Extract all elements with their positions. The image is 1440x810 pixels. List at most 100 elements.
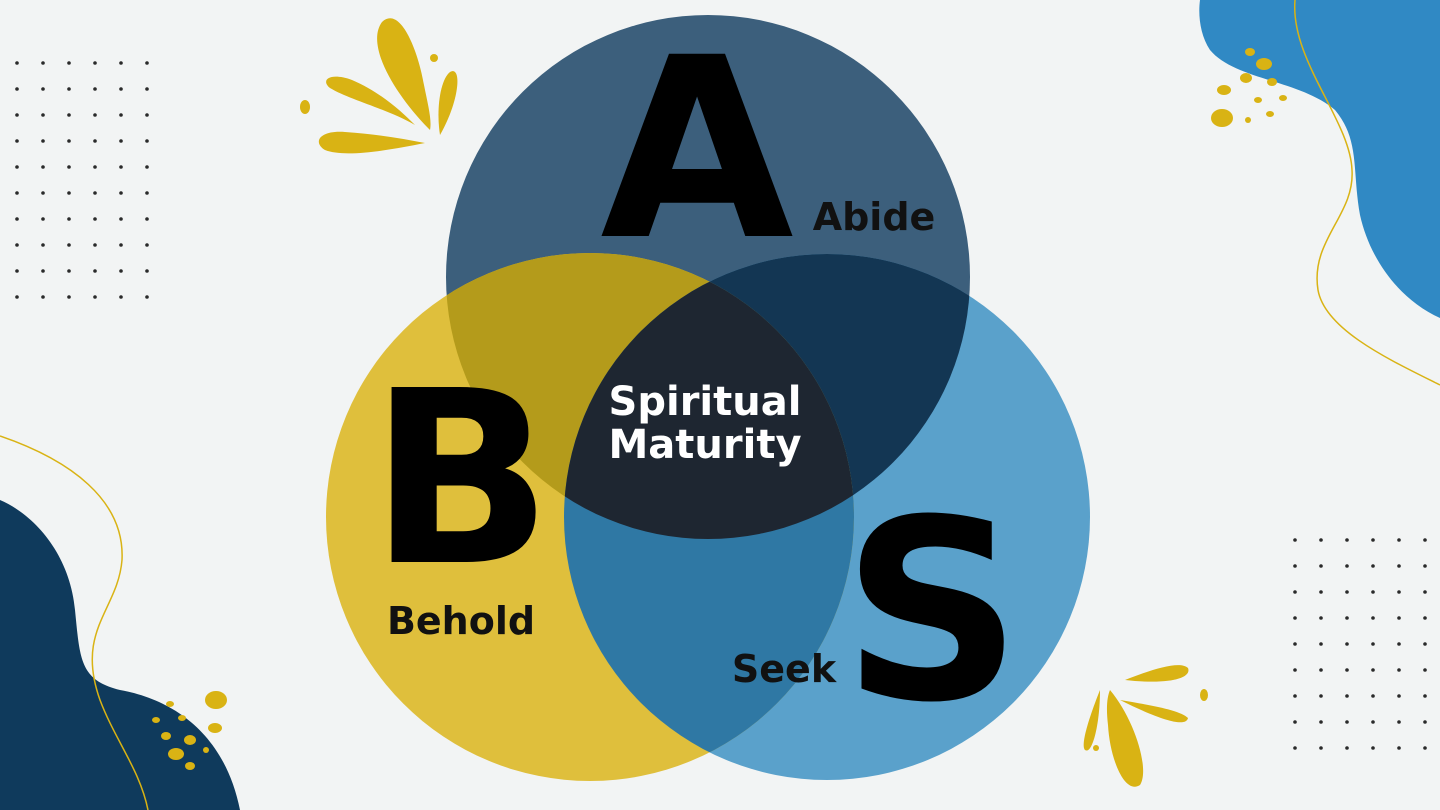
dot xyxy=(119,87,123,91)
dot xyxy=(145,113,149,117)
dot xyxy=(15,295,19,299)
dot xyxy=(15,165,19,169)
dot xyxy=(67,165,71,169)
dot xyxy=(1397,720,1401,724)
dot xyxy=(1397,668,1401,672)
dot xyxy=(15,87,19,91)
dot xyxy=(1345,590,1349,594)
dot xyxy=(1397,616,1401,620)
dot xyxy=(1397,746,1401,750)
dot xyxy=(145,191,149,195)
dot xyxy=(1371,694,1375,698)
dot xyxy=(145,61,149,65)
dot xyxy=(1397,564,1401,568)
dot xyxy=(1423,746,1427,750)
top-right-line xyxy=(1294,0,1440,386)
dot xyxy=(67,243,71,247)
dot xyxy=(1371,564,1375,568)
dot xyxy=(1293,668,1297,672)
dot xyxy=(1345,616,1349,620)
dot xyxy=(41,113,45,117)
dot xyxy=(15,61,19,65)
droplets-top-right xyxy=(1211,48,1287,127)
dot xyxy=(1371,616,1375,620)
dot-grid-top-left xyxy=(15,61,149,299)
dot xyxy=(119,165,123,169)
dot xyxy=(1397,642,1401,646)
dot xyxy=(1423,616,1427,620)
dot xyxy=(93,113,97,117)
dot xyxy=(1319,564,1323,568)
dot xyxy=(119,191,123,195)
bottom-left-blob xyxy=(0,500,240,810)
label-abide: Abide xyxy=(813,195,936,239)
top-right-blob xyxy=(1199,0,1440,318)
droplets-bottom-left xyxy=(152,691,227,770)
dot xyxy=(1397,538,1401,542)
dot xyxy=(93,191,97,195)
dot xyxy=(15,217,19,221)
dot xyxy=(1345,746,1349,750)
dot xyxy=(1293,746,1297,750)
dot xyxy=(41,243,45,247)
dot xyxy=(145,139,149,143)
dot xyxy=(145,295,149,299)
dot xyxy=(1397,590,1401,594)
label-seek: Seek xyxy=(732,647,837,691)
dot xyxy=(1371,746,1375,750)
dot xyxy=(119,217,123,221)
dot xyxy=(67,61,71,65)
dot xyxy=(67,269,71,273)
dot xyxy=(1319,538,1323,542)
dot xyxy=(1371,538,1375,542)
dot xyxy=(1371,720,1375,724)
dot xyxy=(15,269,19,273)
splash-top-left xyxy=(300,18,458,154)
dot xyxy=(1423,538,1427,542)
dot xyxy=(93,269,97,273)
dot xyxy=(1319,746,1323,750)
center-label-line2: Maturity xyxy=(608,422,801,468)
dot xyxy=(67,139,71,143)
dot xyxy=(1371,668,1375,672)
dot xyxy=(1345,720,1349,724)
dot xyxy=(41,139,45,143)
dot xyxy=(1345,538,1349,542)
center-label-line1: Spiritual xyxy=(609,379,802,425)
dot xyxy=(119,113,123,117)
dot xyxy=(1319,590,1323,594)
dot xyxy=(67,295,71,299)
dot xyxy=(1371,642,1375,646)
dot xyxy=(119,295,123,299)
dot xyxy=(145,217,149,221)
dot xyxy=(1319,694,1323,698)
dot xyxy=(1345,564,1349,568)
dot xyxy=(1319,720,1323,724)
dot xyxy=(41,217,45,221)
dot xyxy=(1319,616,1323,620)
dot xyxy=(15,113,19,117)
venn-diagram xyxy=(326,15,1090,781)
dot xyxy=(93,295,97,299)
dot xyxy=(1293,694,1297,698)
dot xyxy=(41,295,45,299)
dot xyxy=(1345,642,1349,646)
dot xyxy=(1423,642,1427,646)
dot xyxy=(1423,694,1427,698)
dot xyxy=(1397,694,1401,698)
letter-b: B xyxy=(370,339,553,619)
dot xyxy=(145,269,149,273)
dot xyxy=(1423,590,1427,594)
dot xyxy=(1371,590,1375,594)
dot xyxy=(41,165,45,169)
dot xyxy=(93,61,97,65)
dot xyxy=(145,165,149,169)
dot xyxy=(1345,668,1349,672)
dot xyxy=(1345,694,1349,698)
dot xyxy=(41,191,45,195)
dot xyxy=(15,243,19,247)
dot xyxy=(93,87,97,91)
dot xyxy=(119,269,123,273)
dot xyxy=(67,191,71,195)
